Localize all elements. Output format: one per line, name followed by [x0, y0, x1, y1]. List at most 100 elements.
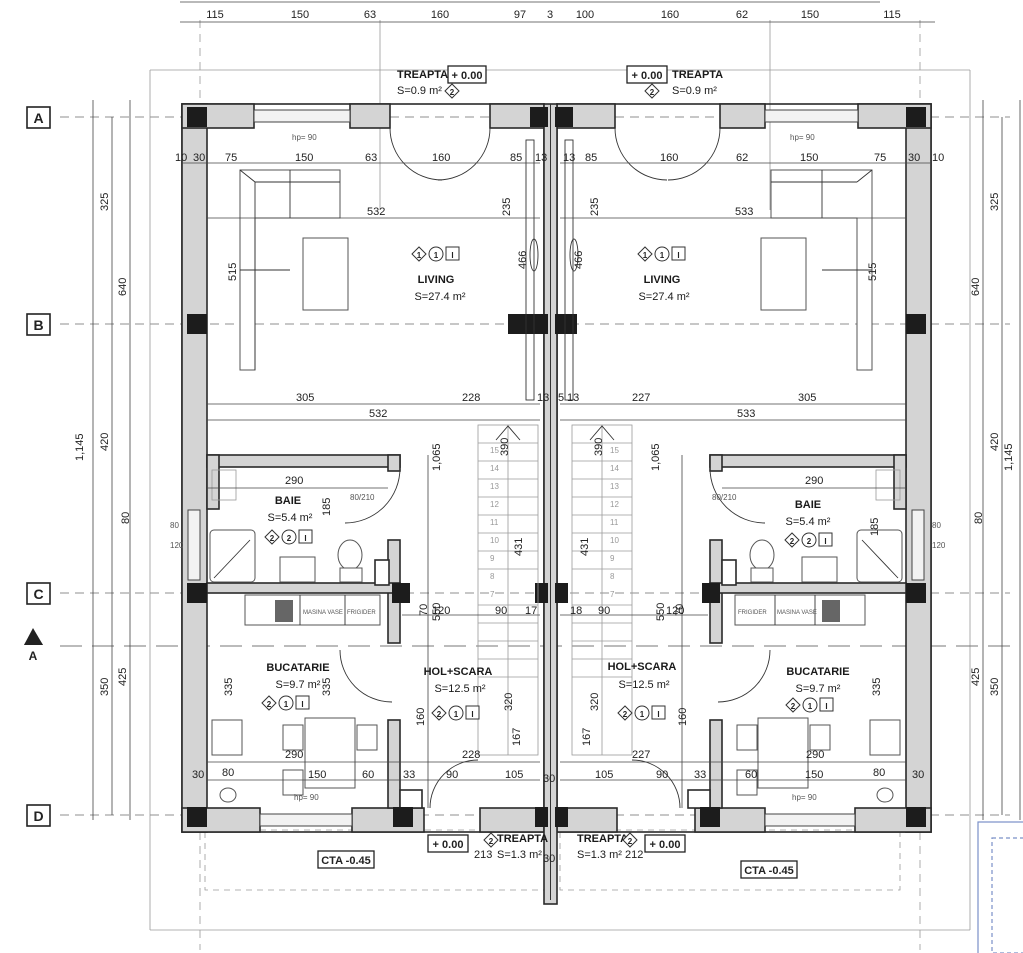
svg-text:S=27.4 m²: S=27.4 m² [414, 291, 465, 303]
windows [187, 109, 925, 827]
svg-text:S=1.3 m²: S=1.3 m² [577, 849, 622, 861]
svg-text:290: 290 [806, 749, 824, 761]
svg-text:532: 532 [367, 206, 385, 218]
svg-text:290: 290 [805, 475, 823, 487]
axis-label-d: D [26, 804, 51, 827]
svg-text:120: 120 [432, 605, 450, 617]
svg-text:33: 33 [403, 769, 415, 781]
svg-text:1,145: 1,145 [74, 433, 86, 461]
svg-text:532: 532 [369, 408, 387, 420]
svg-text:160: 160 [415, 708, 427, 726]
treapta-bottom-left: + 0.00 2 TREAPTA S=1.3 m² 213 [427, 832, 548, 861]
svg-text:+ 0.00: + 0.00 [650, 839, 681, 851]
right-dimension-chain: 640 80 425 325 420 350 1,145 [970, 100, 1021, 820]
svg-text:2: 2 [791, 702, 796, 711]
svg-text:305: 305 [798, 392, 816, 404]
svg-text:TREAPTA: TREAPTA [577, 833, 628, 845]
svg-text:75: 75 [225, 152, 237, 164]
svg-text:S=12.5 m²: S=12.5 m² [618, 679, 669, 691]
svg-text:640: 640 [117, 278, 129, 296]
svg-text:2: 2 [623, 710, 628, 719]
interior-walls [206, 454, 907, 809]
svg-text:I: I [825, 702, 827, 711]
svg-text:550: 550 [431, 603, 443, 621]
room-label-bucatarie-right: BUCATARIE S=9.7 m² 2 1 I [785, 666, 850, 713]
svg-text:160: 160 [660, 152, 678, 164]
svg-text:80: 80 [873, 767, 885, 779]
svg-text:30: 30 [912, 769, 924, 781]
right-unit-dimensions: 13 85 160 62 150 75 30 10 533 515 235 46… [558, 133, 946, 802]
svg-text:235: 235 [501, 198, 513, 216]
exterior-walls [181, 103, 932, 905]
svg-text:63: 63 [364, 9, 376, 21]
svg-text:1: 1 [454, 710, 459, 719]
svg-text:I: I [677, 251, 679, 260]
svg-text:9: 9 [610, 554, 615, 563]
svg-text:1: 1 [434, 251, 439, 260]
svg-text:105: 105 [595, 769, 613, 781]
svg-text:350: 350 [989, 678, 1001, 696]
svg-text:HOL+SCARA: HOL+SCARA [424, 666, 493, 678]
svg-text:85: 85 [510, 152, 522, 164]
svg-text:1: 1 [640, 710, 645, 719]
svg-text:1: 1 [660, 251, 665, 260]
svg-text:90: 90 [495, 605, 507, 617]
svg-text:2: 2 [437, 710, 442, 719]
svg-text:431: 431 [513, 538, 525, 556]
svg-text:62: 62 [736, 152, 748, 164]
kitchen-fixtures-left: MASINA VASE FRIGIDER [211, 594, 381, 803]
room-label-baie-left: BAIE S=5.4 m² 2 2 I [264, 495, 313, 545]
svg-text:185: 185 [321, 498, 333, 516]
svg-text:1: 1 [284, 700, 289, 709]
svg-text:105: 105 [505, 769, 523, 781]
svg-text:120: 120 [170, 541, 184, 550]
svg-text:A: A [29, 649, 38, 663]
room-label-living-right: 1 1 I LIVING S=27.4 m² [637, 246, 690, 303]
svg-text:BAIE: BAIE [275, 495, 301, 507]
svg-text:305: 305 [296, 392, 314, 404]
svg-text:1,145: 1,145 [1003, 443, 1015, 471]
svg-text:120: 120 [932, 541, 946, 550]
svg-text:13: 13 [535, 152, 547, 164]
svg-text:LIVING: LIVING [644, 274, 681, 286]
svg-text:+ 0.00: + 0.00 [632, 70, 663, 82]
svg-text:hp= 90: hp= 90 [790, 133, 815, 142]
svg-text:2: 2 [489, 837, 494, 846]
svg-text:14: 14 [610, 464, 619, 473]
svg-text:60: 60 [362, 769, 374, 781]
svg-text:2: 2 [287, 534, 292, 543]
svg-text:640: 640 [970, 278, 982, 296]
svg-text:167: 167 [511, 728, 523, 746]
svg-text:2: 2 [270, 534, 275, 543]
svg-text:13: 13 [567, 392, 579, 404]
svg-text:I: I [451, 251, 453, 260]
axis-label-a: A [26, 106, 51, 129]
svg-text:228: 228 [462, 392, 480, 404]
party-wall-labels: 30 30 [543, 773, 555, 865]
svg-text:A: A [33, 110, 43, 126]
svg-text:FRIGIDER: FRIGIDER [347, 610, 376, 616]
svg-text:290: 290 [285, 749, 303, 761]
svg-text:325: 325 [989, 193, 1001, 211]
svg-text:hp= 90: hp= 90 [294, 793, 319, 802]
svg-text:213: 213 [474, 849, 492, 861]
stair-steps [478, 442, 538, 678]
svg-text:HOL+SCARA: HOL+SCARA [608, 661, 677, 673]
svg-text:115: 115 [206, 9, 224, 21]
svg-text:90: 90 [446, 769, 458, 781]
svg-text:425: 425 [970, 668, 982, 686]
svg-text:228: 228 [462, 749, 480, 761]
cta-level-left: CTA -0.45 [317, 850, 375, 869]
svg-text:33: 33 [694, 769, 706, 781]
interior-dimension-lines [182, 162, 931, 808]
svg-text:90: 90 [598, 605, 610, 617]
bathroom-fixtures-left [209, 469, 363, 583]
svg-text:15: 15 [610, 446, 619, 455]
svg-text:420: 420 [989, 433, 1001, 451]
svg-text:150: 150 [308, 769, 326, 781]
svg-text:17: 17 [525, 605, 537, 617]
svg-text:80: 80 [973, 512, 985, 524]
sofa-left [239, 169, 349, 371]
left-unit-dimensions: 10 30 75 150 63 160 85 13 532 515 235 46… [170, 133, 549, 802]
svg-text:BUCATARIE: BUCATARIE [266, 662, 329, 674]
